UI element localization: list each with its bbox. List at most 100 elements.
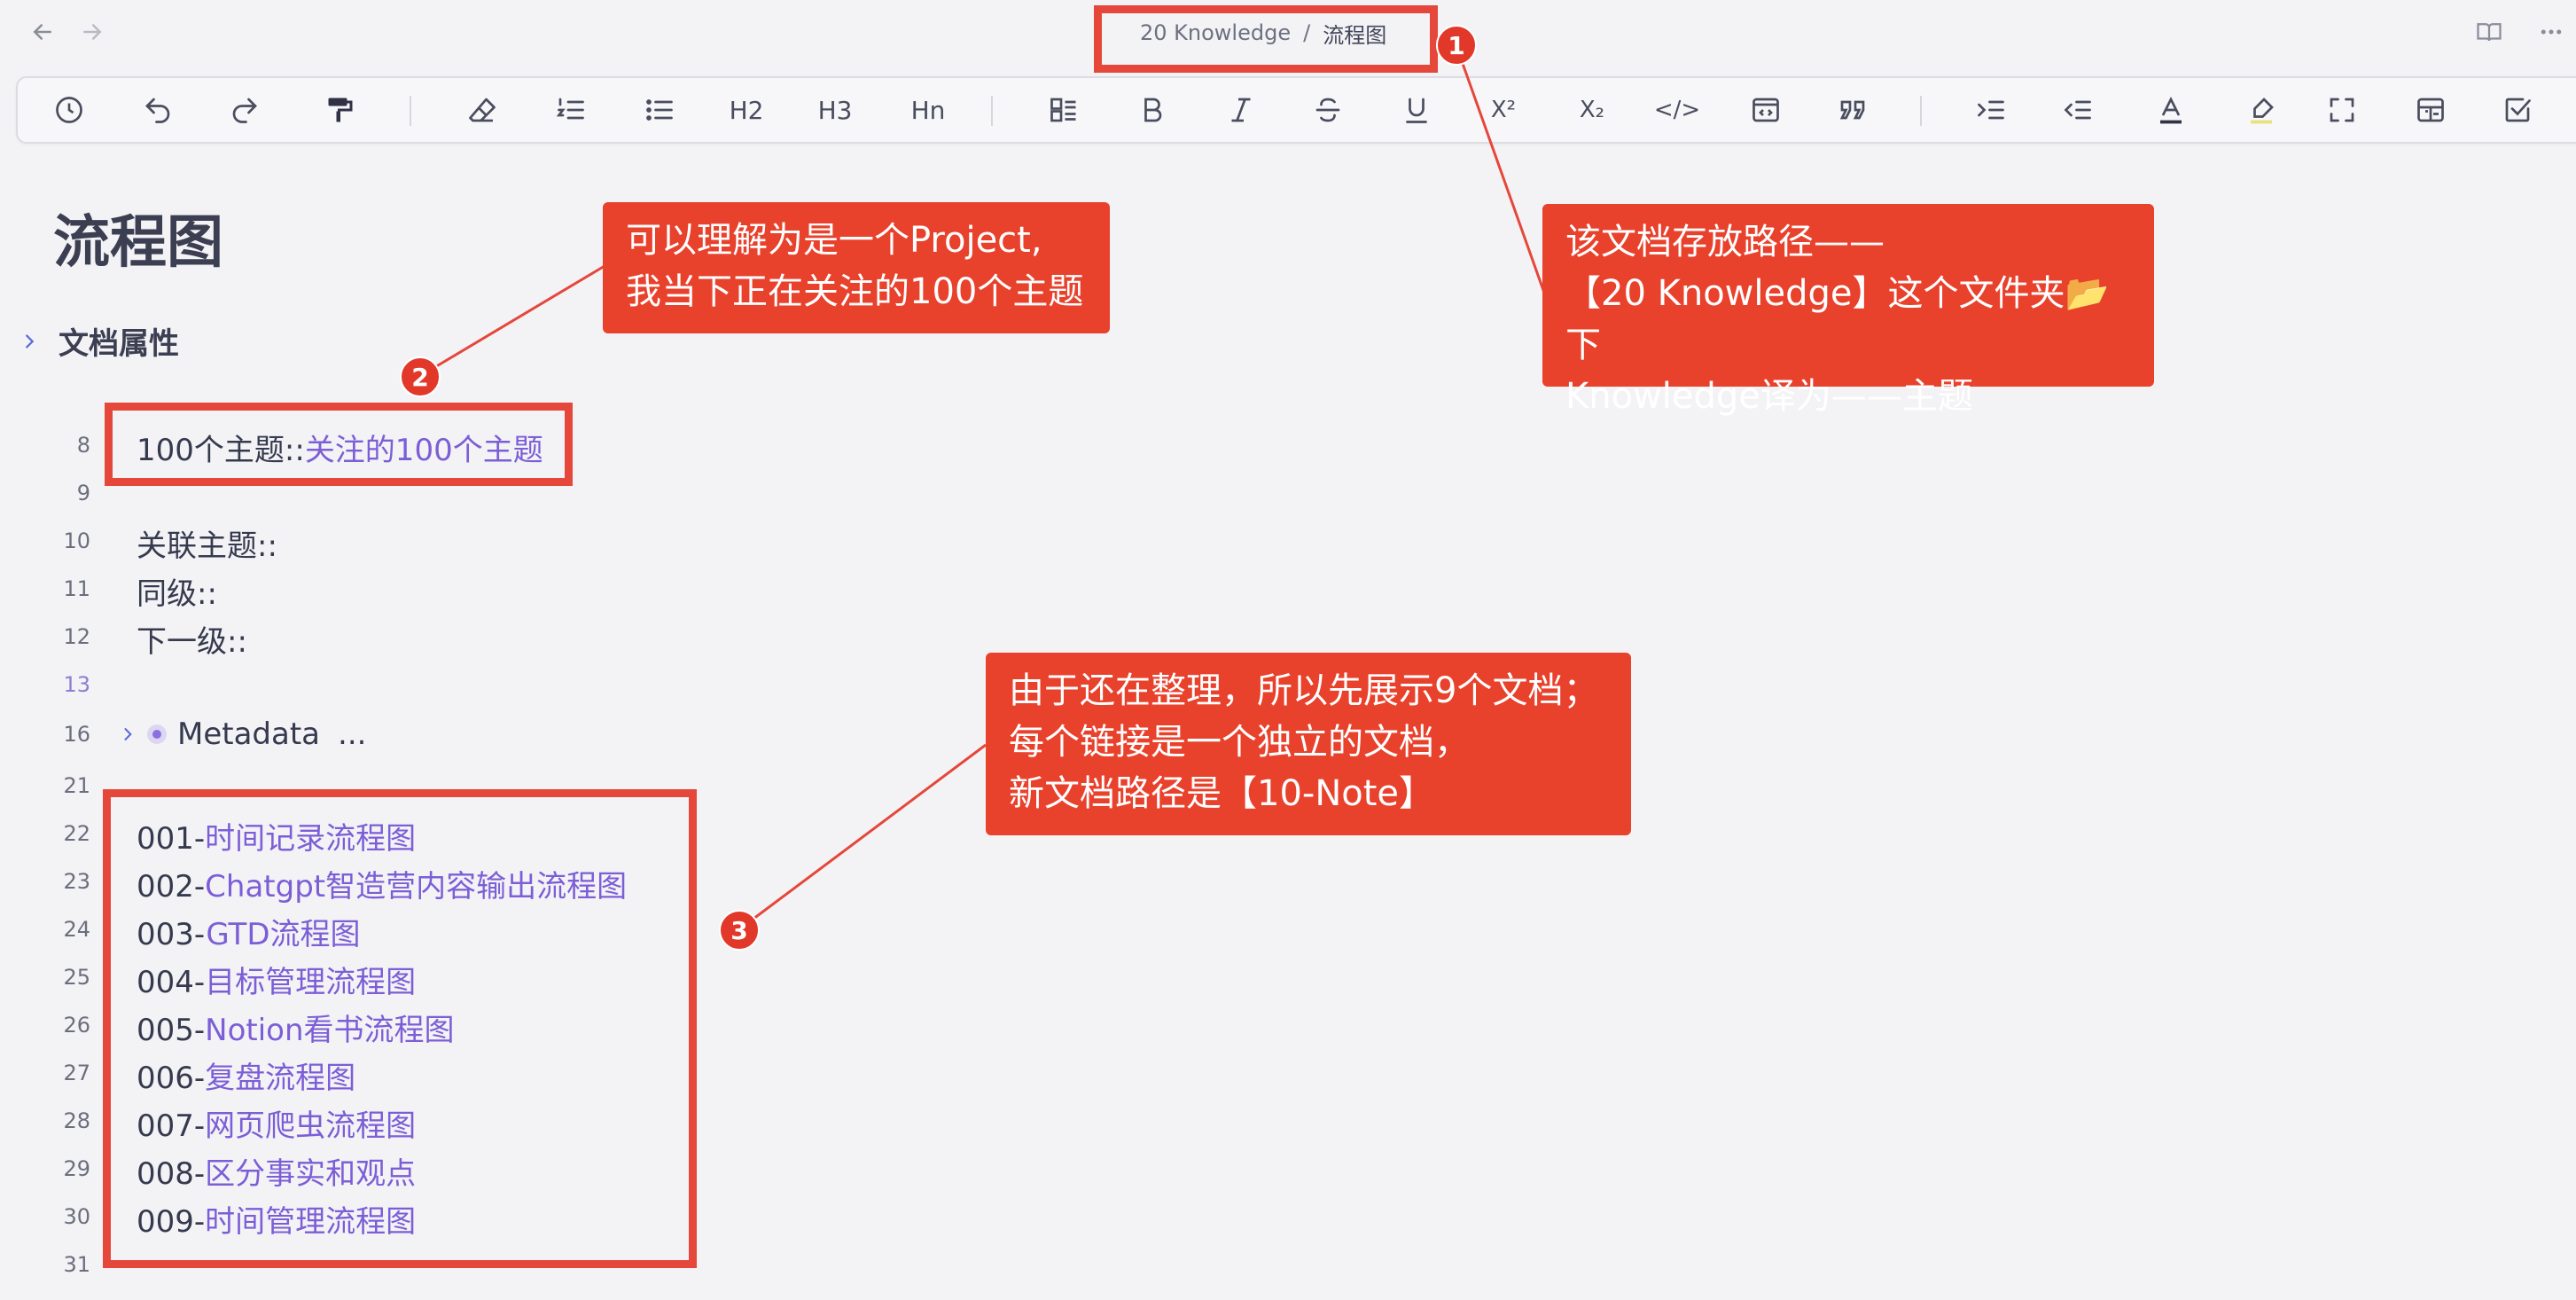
- redo-button[interactable]: [223, 89, 266, 131]
- metadata-ellipsis: ...: [338, 717, 367, 752]
- list-item[interactable]: 008-区分事实和观点: [137, 1149, 416, 1193]
- subscript-button[interactable]: X₂: [1579, 97, 1605, 123]
- more-options-button[interactable]: [2533, 14, 2569, 50]
- list-item[interactable]: 001-时间记录流程图: [137, 814, 416, 858]
- doc-link[interactable]: Chatgpt智造营内容输出流程图: [205, 869, 628, 905]
- ordered-list-icon: [556, 98, 584, 120]
- heading2-button[interactable]: H2: [729, 95, 764, 125]
- undo-button[interactable]: [137, 89, 179, 131]
- document-properties[interactable]: 文档属性: [20, 319, 179, 363]
- arrow-left-icon: [33, 24, 51, 40]
- toolbar-separator: [410, 96, 411, 126]
- italic-button[interactable]: [1220, 89, 1262, 131]
- property-line[interactable]: 同级::: [137, 576, 217, 612]
- annotation-badge-1: 1: [1436, 25, 1477, 66]
- line-number: 11: [63, 576, 90, 601]
- chevron-right-icon: [124, 728, 132, 740]
- font-color-button[interactable]: [2143, 89, 2198, 131]
- quote-icon: [1839, 100, 1865, 120]
- eraser-icon: [469, 98, 496, 122]
- strikethrough-icon: [1315, 98, 1340, 122]
- properties-label: 文档属性: [59, 326, 179, 362]
- item-number: 002-: [137, 869, 206, 905]
- document-title[interactable]: 流程图: [53, 210, 223, 276]
- line-number: 29: [63, 1156, 90, 1181]
- doc-link[interactable]: 复盘流程图: [205, 1061, 356, 1096]
- doc-link[interactable]: 区分事实和观点: [205, 1156, 417, 1192]
- bullet-list-button[interactable]: [638, 89, 681, 131]
- history-button[interactable]: [48, 89, 90, 131]
- item-number: 007-: [137, 1108, 206, 1144]
- highlighter-icon: [2251, 98, 2274, 124]
- callout-line: 该文档存放路径——: [1565, 222, 1885, 262]
- template-button[interactable]: [2409, 89, 2452, 131]
- underline-button[interactable]: [1395, 89, 1438, 131]
- heading-n-button[interactable]: Hn: [910, 95, 946, 125]
- callout-project: 可以理解为是一个Project, 我当下正在关注的100个主题: [603, 202, 1110, 333]
- superscript-button[interactable]: X²: [1490, 97, 1517, 123]
- list-item[interactable]: 007-网页爬虫流程图: [137, 1101, 416, 1145]
- arrow-right-icon: [83, 24, 102, 40]
- callout-line: 我当下正在关注的100个主题: [626, 271, 1084, 312]
- property-line[interactable]: 关联主题::: [137, 529, 277, 564]
- bold-icon: [1144, 98, 1162, 122]
- line-number: 10: [63, 529, 90, 553]
- doc-link[interactable]: 网页爬虫流程图: [205, 1108, 417, 1144]
- metadata-label: Metadata: [177, 717, 321, 752]
- doc-link[interactable]: 目标管理流程图: [205, 965, 417, 1000]
- chevron-right-icon: [26, 333, 35, 348]
- outdent-button[interactable]: [2057, 89, 2099, 131]
- callout-line: 每个链接是一个独立的文档，: [1009, 722, 1470, 763]
- highlight-breadcrumb: [1094, 5, 1438, 73]
- reader-mode-button[interactable]: [2471, 14, 2507, 50]
- connector-2: [419, 264, 605, 378]
- fullscreen-button[interactable]: [2321, 89, 2363, 131]
- indent-button[interactable]: [1970, 89, 2012, 131]
- doc-link[interactable]: GTD流程图: [206, 917, 361, 952]
- embed-block-button[interactable]: [1042, 89, 1085, 131]
- underline-icon: [1406, 98, 1427, 123]
- back-button[interactable]: [27, 16, 59, 48]
- heading3-button[interactable]: H3: [817, 95, 853, 125]
- bold-button[interactable]: [1131, 89, 1174, 131]
- doc-link[interactable]: Notion看书流程图: [205, 1013, 455, 1048]
- code-block-icon: [1752, 98, 1779, 122]
- annotation-badge-3: 3: [719, 910, 760, 951]
- doc-link[interactable]: 时间记录流程图: [205, 821, 417, 857]
- list-item[interactable]: 009-时间管理流程图: [137, 1197, 416, 1241]
- forward-button[interactable]: [76, 16, 108, 48]
- line-number: 22: [63, 821, 90, 846]
- item-number: 004-: [137, 965, 206, 1000]
- task-button[interactable]: [2496, 89, 2539, 131]
- highlight-button[interactable]: [2234, 89, 2289, 131]
- doc-link[interactable]: 关注的100个主题: [304, 433, 543, 468]
- ordered-list-button[interactable]: [550, 89, 592, 131]
- item-number: 009-: [137, 1204, 206, 1240]
- toolbar-separator: [1920, 96, 1922, 126]
- list-item[interactable]: 004-目标管理流程图: [137, 958, 416, 1001]
- property-key: 100个主题::: [137, 433, 305, 468]
- line-number: 8: [76, 433, 90, 458]
- highlight-list: [103, 789, 697, 1268]
- property-line[interactable]: 下一级::: [137, 624, 247, 660]
- metadata-toggle[interactable]: Metadata ...: [119, 717, 366, 752]
- breadcrumb-folder[interactable]: 20 Knowledge: [1140, 20, 1292, 45]
- checkbox-icon: [2505, 98, 2531, 122]
- blockquote-button[interactable]: [1831, 89, 1874, 131]
- inline-code-button[interactable]: </>: [1653, 97, 1701, 123]
- list-item[interactable]: 006-复盘流程图: [137, 1053, 355, 1097]
- strikethrough-button[interactable]: [1307, 89, 1349, 131]
- redo-icon: [232, 98, 257, 123]
- callout-line: 【20 Knowledge】这个文件夹📂下: [1565, 273, 2110, 365]
- clear-format-button[interactable]: [461, 89, 503, 131]
- property-line[interactable]: 100个主题::关注的100个主题: [137, 426, 543, 469]
- list-item[interactable]: 005-Notion看书流程图: [137, 1006, 455, 1049]
- code-block-button[interactable]: [1745, 89, 1787, 131]
- list-item[interactable]: 003-GTD流程图: [137, 910, 361, 953]
- format-painter-icon: [328, 98, 353, 122]
- list-item[interactable]: 002-Chatgpt智造营内容输出流程图: [137, 862, 627, 905]
- breadcrumb-separator: /: [1303, 20, 1311, 45]
- doc-link[interactable]: 时间管理流程图: [205, 1204, 417, 1240]
- format-painter-button[interactable]: [314, 89, 367, 131]
- breadcrumb-current[interactable]: 流程图: [1323, 22, 1387, 48]
